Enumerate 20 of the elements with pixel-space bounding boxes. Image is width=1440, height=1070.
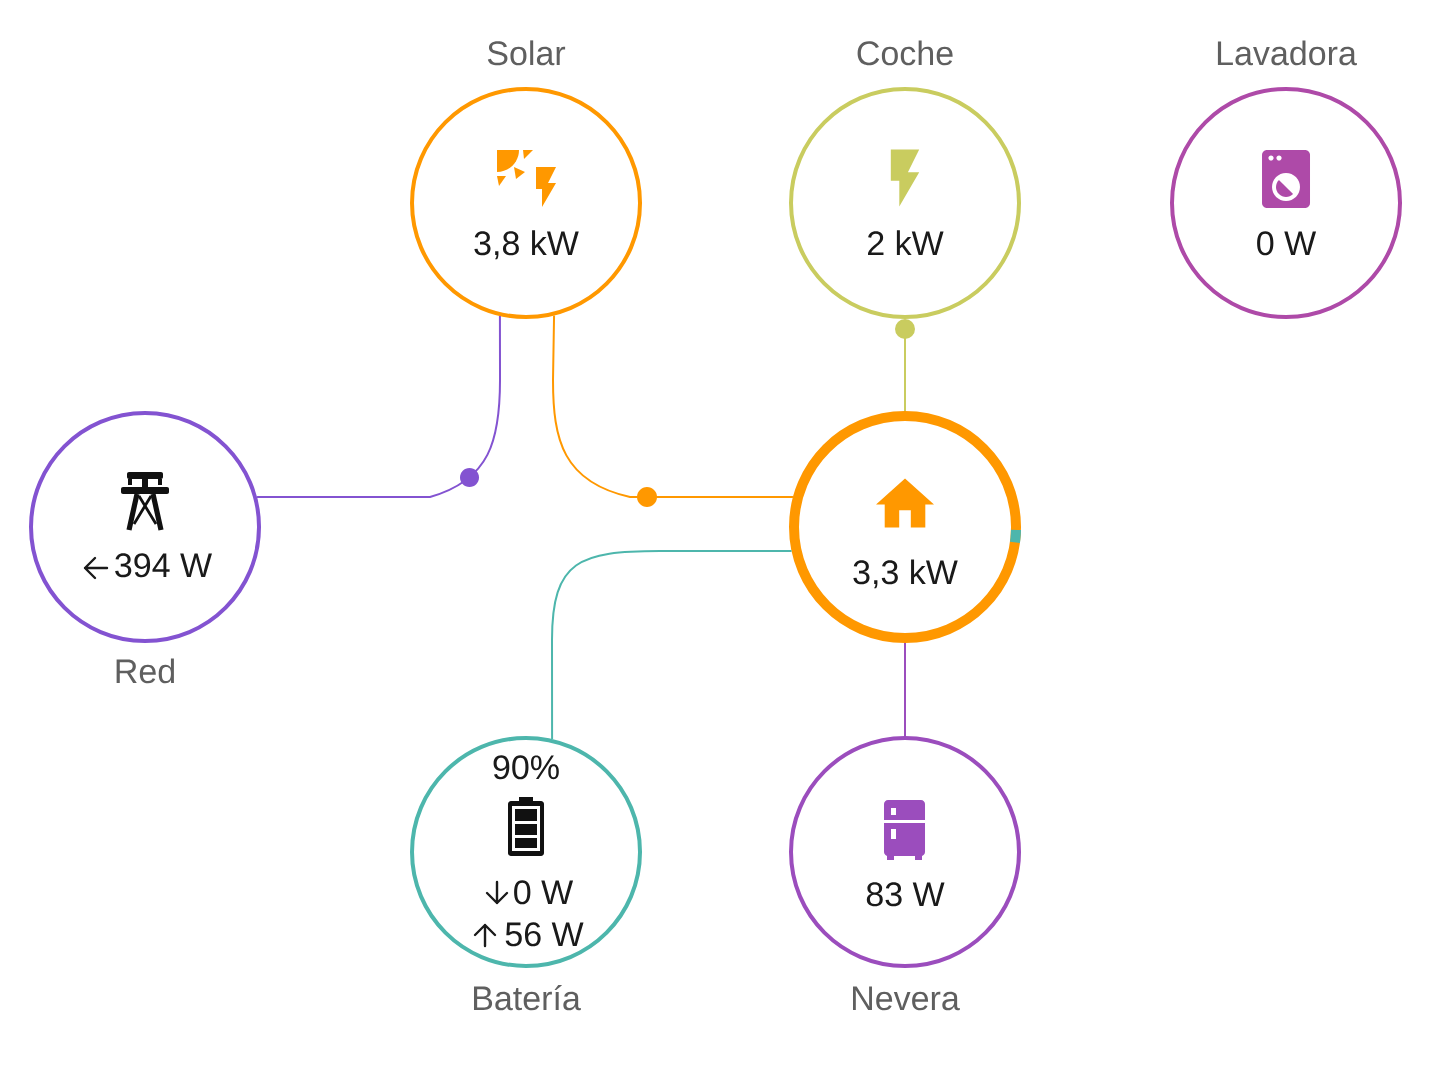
power-value: 0 W <box>514 880 574 905</box>
power-value: 3,8 kW <box>474 230 579 260</box>
power-value: 3,3 kW <box>853 559 958 589</box>
node-label: Nevera <box>853 986 960 1011</box>
connector <box>895 319 915 412</box>
node-label: Red <box>116 658 174 684</box>
charge-percentage: 90% <box>493 755 559 780</box>
connector <box>551 550 793 740</box>
power-value: 2 kW <box>868 230 944 255</box>
power-value: 83 W <box>866 882 945 907</box>
node-label: Batería <box>474 984 581 1011</box>
connector <box>904 642 906 737</box>
node-label: Lavadora <box>1217 40 1357 66</box>
power-value: 394 W <box>115 553 212 578</box>
power-value: 56 W <box>505 922 584 947</box>
connector <box>552 314 794 498</box>
node-label: Solar <box>487 40 566 66</box>
connector <box>256 315 501 498</box>
node-label: Coche <box>857 40 953 66</box>
power-value: 0 W <box>1257 231 1317 256</box>
